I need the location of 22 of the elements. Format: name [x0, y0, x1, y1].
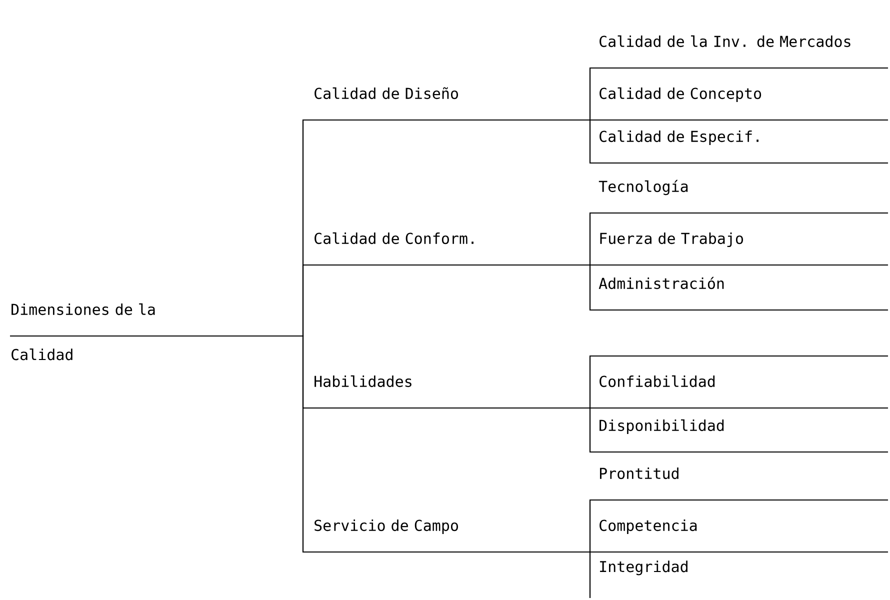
node-label: Administración: [598, 276, 724, 290]
tree-line: [313, 264, 889, 311]
tree-line: [313, 551, 591, 598]
node-label: Disponibilidad: [600, 419, 724, 434]
tree-line: [313, 119, 889, 164]
node-label: Calidad: [12, 348, 72, 360]
node-label: Servicio de Campo: [314, 519, 458, 534]
node-label: Fuerza de Trabajo: [600, 232, 743, 247]
node-label: Calidad de la Inv. de Mercados: [600, 35, 850, 48]
node-label: Dimensiones de la: [12, 303, 155, 316]
tree-line: [313, 407, 889, 453]
node-label: Calidad de Especif.: [600, 130, 758, 145]
node-label: Habilidades: [314, 375, 412, 388]
node-label: Calidad de Concepto: [600, 87, 762, 102]
node-label: Calidad de Diseño: [314, 87, 458, 100]
node-label: Competencia: [600, 519, 697, 534]
node-label: Calidad de Conform.: [314, 232, 474, 244]
node-label: Integridad: [600, 560, 688, 576]
node-label: Confiabilidad: [600, 375, 715, 388]
tree-line: [10, 335, 313, 553]
node-label: Prontitud: [600, 467, 678, 480]
node-label: Tecnología: [598, 180, 688, 196]
